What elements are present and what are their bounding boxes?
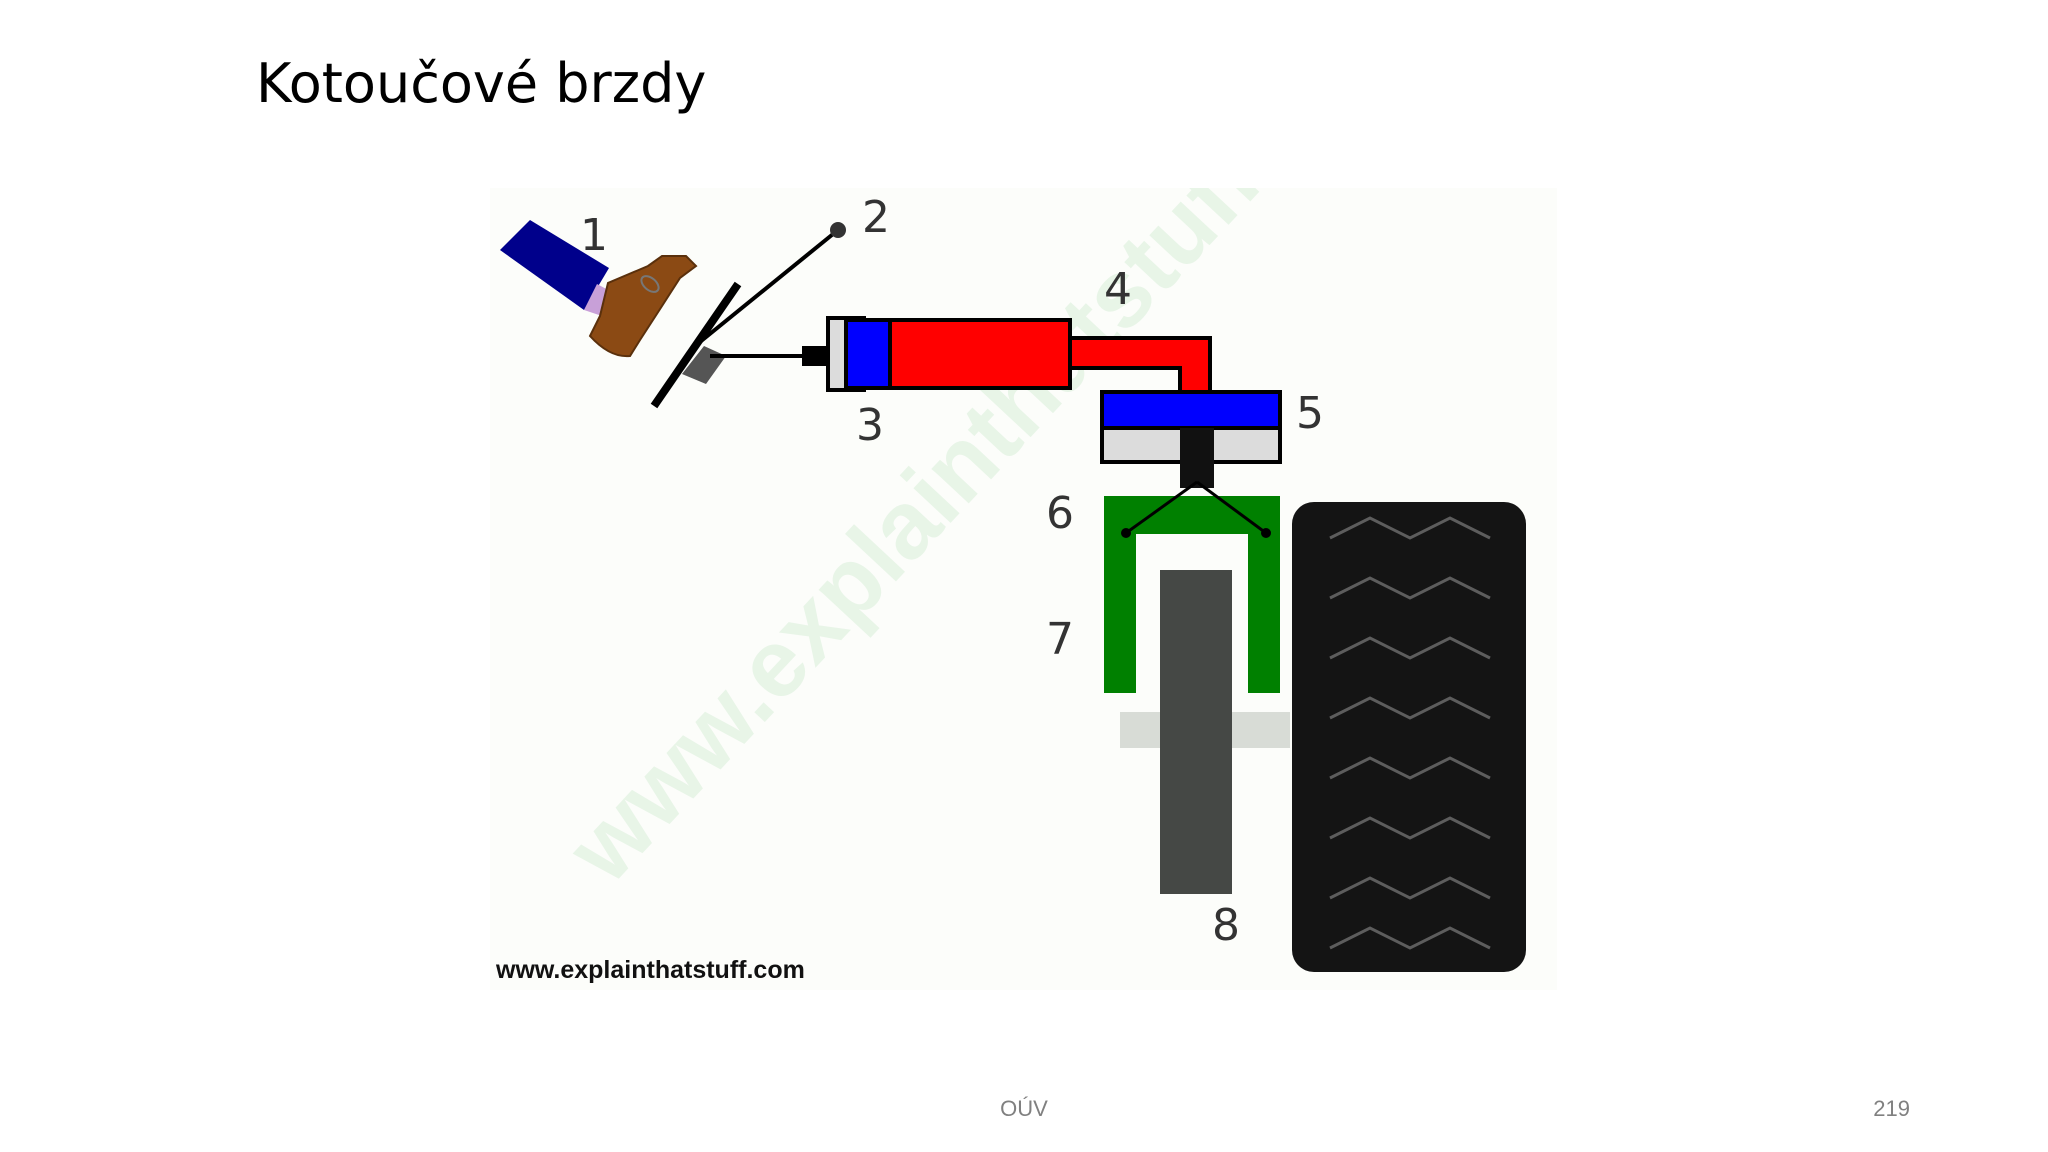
label-2: 2 [862,192,890,243]
pedal-lever [693,228,840,348]
slide-title: Kotoučové brzdy [256,52,707,115]
shoe-lace [640,275,660,293]
tyre [1292,502,1526,972]
figure-credit: www.explainthatstuff.com [495,956,805,984]
footer-label: OÚV [1000,1096,1048,1121]
brake-diagram: www.explainthatstuff.com [490,188,1557,990]
caliper-link-right [1196,480,1267,535]
page-number: 219 [1873,1096,1910,1121]
master-rod [802,346,828,366]
tyre-tread [1329,516,1491,950]
label-1: 1 [580,210,608,261]
shoe [588,255,698,358]
label-6: 6 [1046,488,1074,539]
label-5: 5 [1296,388,1324,439]
caliper-joint-right [1261,528,1271,538]
caliper-body [1104,496,1280,693]
brake-disc [1160,570,1232,894]
master-piston [844,318,892,390]
label-4: 4 [1104,264,1132,315]
foot-and-leg [500,220,698,358]
tyre-body [1292,502,1526,972]
brake-pedal [650,222,846,409]
label-7: 7 [1046,614,1074,665]
label-8: 8 [1212,900,1240,951]
master-fluid [888,318,1072,390]
trouser-leg [500,220,609,310]
label-3: 3 [856,400,884,451]
pedal-pivot [830,222,846,238]
brake-caliper [1104,480,1280,693]
caliper-joint-left [1121,528,1131,538]
master-cylinder [802,316,1212,400]
caliper-link-left [1125,480,1198,535]
slave-cylinder [1100,390,1282,488]
slave-rod [1180,428,1214,488]
slave-piston [1100,390,1282,430]
